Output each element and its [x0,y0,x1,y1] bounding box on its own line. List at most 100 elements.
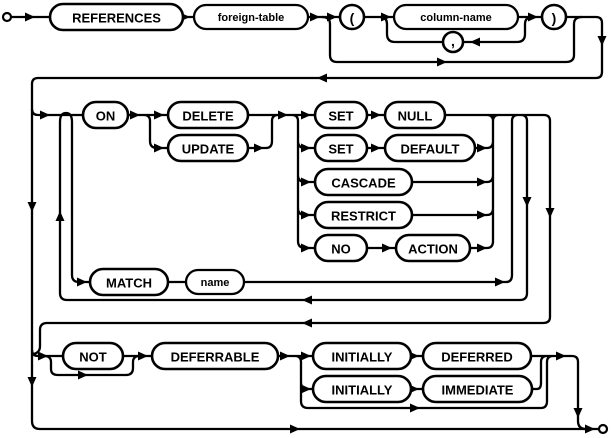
arrow-right [254,143,264,153]
node-deferred [421,341,533,371]
node-action-label: ACTION [408,242,458,257]
arrow-down [573,408,583,418]
arrow-right [495,277,505,287]
node-delete-label: DELETE [182,109,234,124]
node-not-label: NOT [79,350,107,365]
node-deferrable-label: DEFERRABLE [171,350,260,365]
arrow-right [154,110,164,120]
node-close-paren-label: ) [552,10,557,26]
arrow-right [301,177,311,187]
node-immediate-label: IMMEDIATE [442,383,514,398]
arrow-right [280,351,290,361]
arrow-right [290,424,300,434]
arrow-down [27,202,37,212]
node-foreign-table-label: foreign-table [218,12,285,24]
arrow-left [470,37,480,47]
node-set-2-label: SET [328,142,353,157]
node-set-1 [313,100,369,130]
node-comma [441,30,465,54]
node-open-paren [338,3,366,31]
arrow-right [77,277,87,287]
node-action [394,233,472,263]
arrow-down [545,208,555,218]
node-restrict-label: RESTRICT [331,209,396,224]
arrow-right [301,143,311,153]
node-comma-label: , [451,33,455,49]
arrow-down [522,197,532,207]
arrow-right [154,143,164,153]
node-open-paren-label: ( [350,10,355,26]
arrow-right [310,12,320,22]
arrow-right [40,110,50,120]
node-cascade-label: CASCADE [331,176,396,191]
arrow-left [302,295,312,305]
arrow-right [301,110,311,120]
node-column-name-label: column-name [420,12,492,24]
node-initially-2 [311,374,413,404]
node-not [61,341,125,371]
arrow-right [78,370,88,380]
arrow-right [301,384,311,394]
node-match [88,267,170,297]
node-close-paren [540,3,568,31]
end-terminal [597,423,609,435]
arrow-right [25,12,35,22]
arrow-right [477,143,487,153]
node-initially-2-label: INITIALLY [332,383,393,398]
arrow-right [278,110,288,120]
node-on [81,100,130,130]
node-initially-1 [311,341,413,371]
arrowheads [25,12,607,434]
node-update-label: UPDATE [182,142,235,157]
node-cascade [313,167,414,197]
arrow-right [301,210,311,220]
node-no [313,233,369,263]
node-references [48,2,185,32]
arrow-right [371,110,381,120]
node-name [184,268,246,296]
node-column-name [392,3,520,31]
node-on-label: ON [96,109,116,124]
arrow-right [477,210,487,220]
arrow-right [477,177,487,187]
nodes: REFERENCES foreign-table ( column-name ,… [48,2,568,404]
arrow-right [528,12,538,22]
arrow-right [301,351,311,361]
node-deferrable [150,341,280,371]
node-default-label: DEFAULT [401,142,460,157]
node-default [383,133,477,163]
arrow-right [371,143,381,153]
arrow-right [327,12,337,22]
node-no-label: NO [331,242,351,257]
arrow-right [410,403,420,413]
arrow-down [27,377,37,387]
node-initially-1-label: INITIALLY [332,350,393,365]
node-foreign-table [192,3,310,31]
arrow-right [437,57,447,67]
arrow-right [556,351,566,361]
node-deferred-label: DEFERRED [441,350,513,365]
node-update [166,133,250,163]
node-null [383,100,447,130]
start-terminal [1,11,13,23]
node-immediate [421,374,534,404]
node-restrict [313,200,414,230]
arrow-right [382,243,392,253]
arrow-right [477,243,487,253]
arrow-right [138,351,148,361]
node-delete [166,100,250,130]
node-match-label: MATCH [106,276,152,291]
node-null-label: NULL [398,109,433,124]
node-set-2 [313,133,369,163]
arrow-down [597,36,607,46]
arrow-up [55,211,65,221]
arrow-right [130,110,140,120]
node-set-1-label: SET [328,109,353,124]
arrow-left [302,318,312,328]
arrow-right [38,351,48,361]
arrow-left [317,73,327,83]
arrow-right [585,424,595,434]
node-references-label: REFERENCES [72,11,161,26]
